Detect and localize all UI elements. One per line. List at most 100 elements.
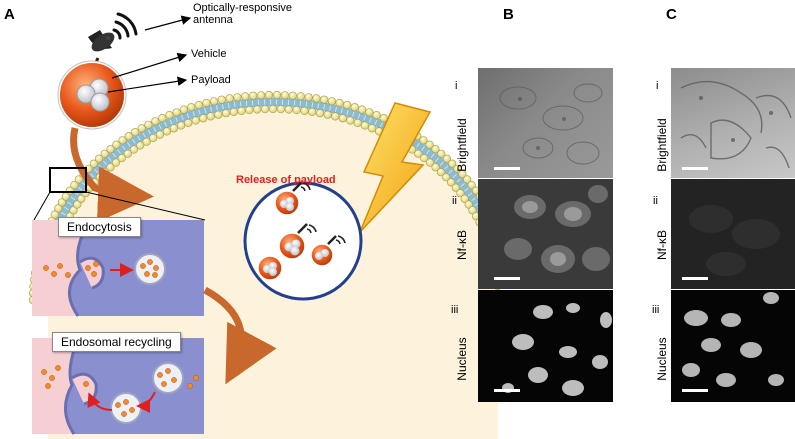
transition-arrow xyxy=(203,286,277,385)
micrograph-c-brightfield xyxy=(671,68,795,178)
lipid-head xyxy=(158,113,167,123)
lipid-head xyxy=(57,198,67,207)
lipid-head xyxy=(358,105,367,114)
lipid-head xyxy=(70,181,79,190)
channel-label-brightfield: Brightfield xyxy=(655,118,669,172)
lipid-head xyxy=(131,128,140,137)
scale-bar xyxy=(494,389,520,392)
row-label-i: i xyxy=(656,80,659,92)
lipid-head xyxy=(360,121,370,130)
lipid-head xyxy=(199,114,208,123)
lipid-head xyxy=(257,91,266,100)
zoom-box xyxy=(49,167,87,193)
lipid-head xyxy=(89,159,98,168)
panel-letter-c: C xyxy=(666,6,677,23)
lipid-head xyxy=(451,183,460,192)
lipid-head xyxy=(272,90,282,100)
scale-bar xyxy=(682,167,708,170)
row-label-ii: ii xyxy=(452,195,457,207)
lipid-head xyxy=(106,145,115,154)
lipid-head xyxy=(245,105,254,115)
lipid-head xyxy=(456,189,465,198)
lipid-head xyxy=(217,95,226,104)
lipid-head xyxy=(194,100,203,110)
lipid-head xyxy=(123,149,132,158)
lipid-head xyxy=(312,94,321,103)
lipid-head xyxy=(225,94,234,103)
lipid-head xyxy=(268,104,278,114)
lipid-head xyxy=(442,173,451,182)
lipid-head xyxy=(327,97,337,106)
lipid-head xyxy=(229,107,238,116)
vehicle-label: Vehicle xyxy=(191,48,227,60)
lipid-head xyxy=(292,105,301,115)
micrograph-c-nfkb xyxy=(671,179,795,289)
lipid-head xyxy=(179,105,188,114)
lipid-head xyxy=(431,163,440,172)
lipid-head xyxy=(425,140,434,149)
lipid-head xyxy=(447,178,456,187)
lipid-head xyxy=(100,149,109,158)
lipid-head xyxy=(74,175,83,184)
lipid-head xyxy=(261,104,270,114)
lipid-head xyxy=(187,103,196,112)
lipid-head xyxy=(214,110,223,119)
lipid-head xyxy=(460,194,469,203)
wireless-waves-icon xyxy=(112,12,138,40)
lipid-head xyxy=(372,110,381,120)
lipid-head xyxy=(308,107,317,116)
recycling-title: Endosomal recycling xyxy=(52,332,181,352)
lipid-head xyxy=(323,110,332,119)
micrograph-b-brightfield xyxy=(478,68,613,178)
lipid-head xyxy=(69,206,78,215)
lipid-head xyxy=(249,91,258,100)
lipid-head xyxy=(118,136,127,145)
lipid-head xyxy=(276,104,286,114)
lipid-head xyxy=(315,109,325,118)
release-label: Release of payload xyxy=(236,174,336,186)
lipid-head xyxy=(54,204,63,213)
uptake-arrow xyxy=(70,127,154,223)
scale-bar xyxy=(682,389,708,392)
lipid-head xyxy=(437,149,446,158)
endosomal-recycling-inset xyxy=(32,337,204,435)
lipid-head xyxy=(94,154,104,163)
lipid-head xyxy=(431,145,440,154)
lipid-head xyxy=(206,112,215,121)
lipid-head xyxy=(368,124,377,133)
lipid-head xyxy=(202,98,211,108)
lipid-head xyxy=(172,108,181,117)
lipid-head xyxy=(73,200,82,209)
lipid-head xyxy=(264,90,274,100)
vehicle-sphere xyxy=(57,60,127,130)
lipid-head xyxy=(162,127,171,136)
lipid-head xyxy=(420,154,429,163)
lipid-head xyxy=(414,149,423,158)
lipid-head xyxy=(142,137,151,146)
lipid-head xyxy=(304,93,313,102)
lipid-head xyxy=(350,103,359,112)
released-particles xyxy=(257,182,346,281)
lipid-head xyxy=(77,194,86,203)
scale-bar xyxy=(494,167,520,170)
payload-label: Payload xyxy=(191,74,231,86)
lipid-head xyxy=(112,140,121,149)
lipid-head xyxy=(346,116,355,125)
lipid-head xyxy=(177,121,186,130)
lipid-head xyxy=(241,92,250,101)
lipid-head xyxy=(338,114,347,123)
lipid-head xyxy=(284,105,293,114)
micrograph-b-nfkb xyxy=(478,179,613,289)
lipid-head xyxy=(124,132,133,141)
row-label-i: i xyxy=(455,80,458,92)
channel-label-nucleus: Nucleus xyxy=(655,337,669,381)
channel-label-nucleus: Nucleus xyxy=(455,337,469,381)
lipid-head xyxy=(117,154,126,163)
channel-label-nfkb: Nf-κB xyxy=(655,230,669,260)
lipid-head xyxy=(442,154,452,163)
lipid-head xyxy=(419,136,428,145)
lipid-head xyxy=(155,130,165,139)
lipid-head xyxy=(353,118,362,127)
lipid-head xyxy=(425,158,435,167)
micrograph-c-nucleus xyxy=(671,290,795,402)
